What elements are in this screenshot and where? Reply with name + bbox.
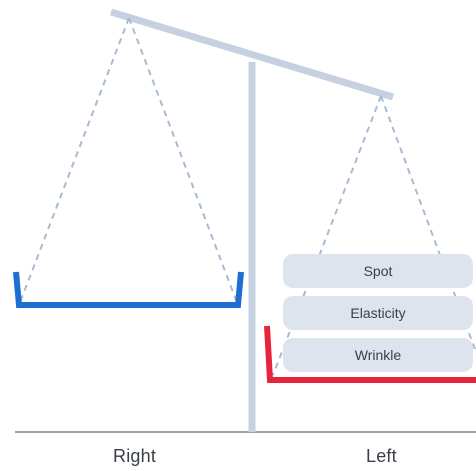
- right-pan-ropes: [20, 17, 237, 301]
- scale-beam: [109, 8, 395, 101]
- item-label: Wrinkle: [354, 347, 402, 363]
- right-pan: [13, 271, 244, 308]
- item-label: Elasticity: [350, 305, 406, 321]
- left-pan-item: Wrinkle: [283, 338, 473, 372]
- left-pan-item: Elasticity: [283, 296, 473, 330]
- left-pan-ropes: [272, 95, 476, 376]
- right-side-label: Right: [113, 446, 157, 466]
- left-side-label: Left: [366, 446, 397, 466]
- left-pan: [264, 325, 476, 383]
- item-label: Spot: [363, 263, 393, 279]
- left-pan-item: Spot: [283, 254, 473, 288]
